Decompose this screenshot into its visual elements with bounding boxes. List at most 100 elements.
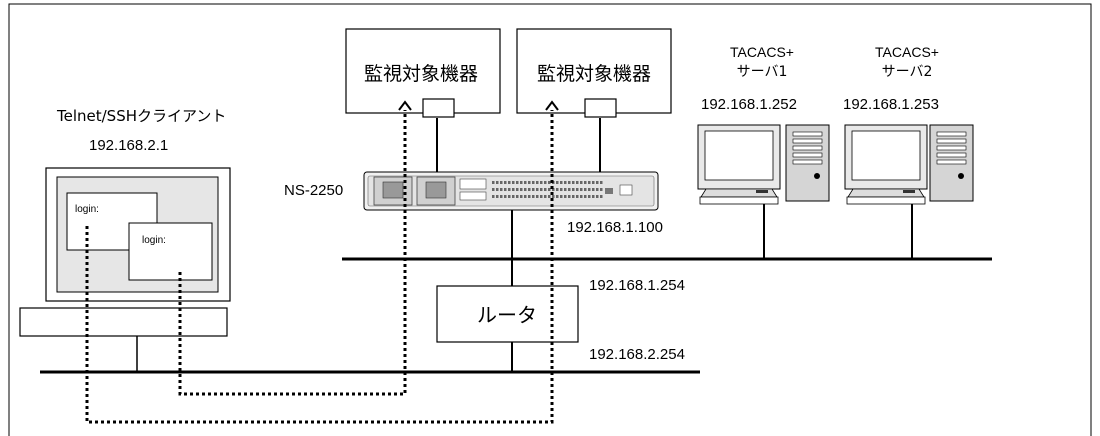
tacacs-server-2-computer-icon xyxy=(844,124,974,205)
router-ip-upper: 192.168.1.254 xyxy=(589,277,685,294)
serial-port xyxy=(568,188,571,191)
serial-port xyxy=(520,195,523,198)
serial-port xyxy=(528,188,531,191)
telnet-ssh-client: Telnet/SSHクライアント 192.168.2.1 login: logi… xyxy=(19,107,231,337)
serial-port xyxy=(544,188,547,191)
ns-2250-ip: 192.168.1.100 xyxy=(567,219,663,236)
ns-2250-device: NS-2250 192.168.1.100 xyxy=(284,171,663,236)
router-ip-lower: 192.168.2.254 xyxy=(589,346,685,363)
login-window-1-text: login: xyxy=(75,204,99,215)
serial-port xyxy=(524,188,527,191)
serial-port xyxy=(520,188,523,191)
serial-port xyxy=(496,181,499,184)
serial-port xyxy=(512,181,515,184)
serial-port xyxy=(540,195,543,198)
serial-port xyxy=(588,195,591,198)
router: ルータ 192.168.1.254 192.168.2.254 xyxy=(436,277,685,363)
console-port xyxy=(619,184,633,196)
serial-port xyxy=(508,181,511,184)
serial-port xyxy=(588,181,591,184)
serial-port xyxy=(560,188,563,191)
serial-port xyxy=(596,188,599,191)
serial-port xyxy=(544,195,547,198)
serial-port xyxy=(548,181,551,184)
serial-port xyxy=(496,188,499,191)
serial-port xyxy=(516,181,519,184)
session-path-1 xyxy=(178,110,407,396)
arrowhead-1 xyxy=(398,100,412,111)
serial-port xyxy=(492,195,495,198)
client-keyboard xyxy=(19,307,228,337)
serial-port xyxy=(500,195,503,198)
serial-port-array xyxy=(492,181,603,198)
serial-port xyxy=(560,195,563,198)
ns-2250-label: NS-2250 xyxy=(284,182,343,199)
serial-port xyxy=(516,195,519,198)
serial-port xyxy=(512,195,515,198)
tacacs-server-1-computer-icon xyxy=(697,124,830,205)
serial-port xyxy=(552,188,555,191)
serial-port xyxy=(548,188,551,191)
serial-port xyxy=(504,181,507,184)
monitored-device-2-label: 監視対象機器 xyxy=(537,63,651,85)
serial-port xyxy=(536,188,539,191)
serial-port xyxy=(528,195,531,198)
serial-port xyxy=(540,181,543,184)
serial-port xyxy=(592,195,595,198)
serial-port xyxy=(544,181,547,184)
serial-port xyxy=(584,181,587,184)
serial-port xyxy=(564,188,567,191)
serial-port xyxy=(592,181,595,184)
serial-port xyxy=(500,181,503,184)
monitored-device-1-port xyxy=(422,98,455,118)
serial-port xyxy=(556,195,559,198)
client-title: Telnet/SSHクライアント xyxy=(56,107,226,125)
serial-port xyxy=(552,195,555,198)
tacacs-server-1-ip: 192.168.1.252 xyxy=(701,96,797,113)
arrowhead-2 xyxy=(545,100,559,111)
serial-port xyxy=(576,188,579,191)
serial-port xyxy=(564,181,567,184)
serial-port xyxy=(564,195,567,198)
serial-port xyxy=(588,188,591,191)
tacacs-server-2-title: TACACS+ xyxy=(875,44,939,60)
serial-port xyxy=(572,195,575,198)
monitored-device-1-label: 監視対象機器 xyxy=(364,63,478,85)
serial-port xyxy=(504,195,507,198)
serial-port xyxy=(576,195,579,198)
serial-port xyxy=(580,181,583,184)
serial-port xyxy=(496,195,499,198)
serial-port xyxy=(536,181,539,184)
serial-port xyxy=(524,181,527,184)
session-path-2 xyxy=(85,110,554,424)
serial-port xyxy=(532,181,535,184)
login-window-2 xyxy=(128,222,213,281)
serial-port xyxy=(508,188,511,191)
serial-port xyxy=(592,188,595,191)
serial-port xyxy=(568,181,571,184)
serial-port xyxy=(568,195,571,198)
serial-port xyxy=(584,195,587,198)
serial-port xyxy=(520,181,523,184)
serial-port xyxy=(492,188,495,191)
serial-port xyxy=(528,181,531,184)
serial-port xyxy=(492,181,495,184)
serial-port xyxy=(576,181,579,184)
tacacs-server-2: TACACS+ サーバ2 192.168.1.253 xyxy=(843,44,974,205)
serial-port xyxy=(536,195,539,198)
serial-port xyxy=(500,188,503,191)
serial-port xyxy=(600,188,603,191)
serial-port xyxy=(508,195,511,198)
serial-port xyxy=(560,181,563,184)
serial-port xyxy=(532,188,535,191)
serial-port xyxy=(556,188,559,191)
client-ip: 192.168.2.1 xyxy=(89,137,168,154)
login-window-2-text: login: xyxy=(142,235,166,246)
diagram-frame xyxy=(8,3,1092,436)
serial-port xyxy=(532,195,535,198)
serial-port xyxy=(596,195,599,198)
serial-port xyxy=(572,181,575,184)
usb-port xyxy=(605,188,613,194)
serial-port xyxy=(600,181,603,184)
router-label: ルータ xyxy=(477,303,537,327)
